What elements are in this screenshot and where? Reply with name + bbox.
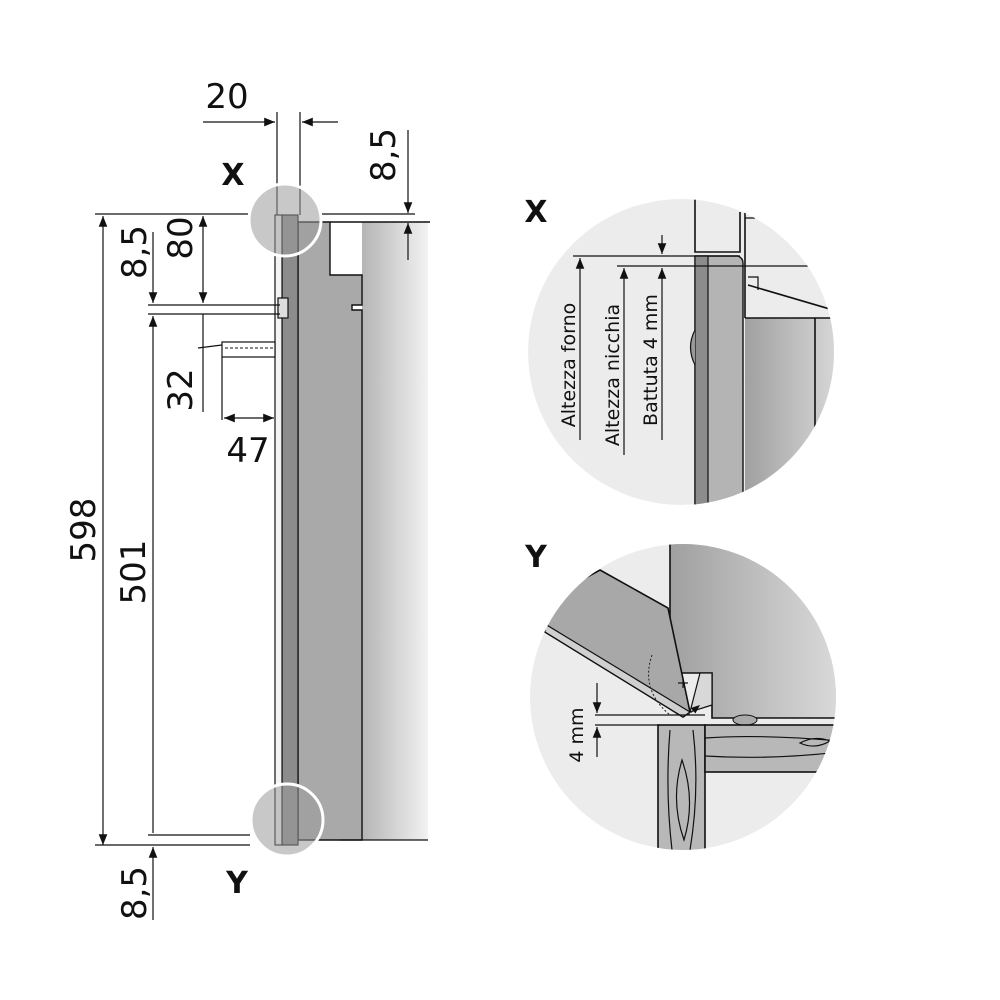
detail-x: X Altezza forno Altezza nicchia Battuta … <box>524 195 834 505</box>
handle <box>221 341 276 358</box>
dim-door-thickness: 20 <box>205 77 248 117</box>
dim-top-offset-left: 8,5 <box>115 225 155 279</box>
dim-total-height: 598 <box>64 498 104 563</box>
dim-bottom-offset: 8,5 <box>115 866 155 920</box>
marker-label-x: X <box>221 158 244 193</box>
dim-handle-height: 80 <box>161 216 201 259</box>
annotation-altezza-forno: Altezza forno <box>558 303 580 428</box>
annotation-altezza-nicchia: Altezza nicchia <box>602 304 624 446</box>
main-view: 20 8,5 8,5 80 598 501 32 47 8,5 X Y <box>64 77 430 920</box>
dim-handle-depth: 47 <box>226 431 269 471</box>
detail-y-marker <box>249 782 325 858</box>
wood-beam <box>704 724 836 773</box>
annotation-battuta: Battuta 4 mm <box>640 294 662 426</box>
dim-top-offset-right: 8,5 <box>364 128 404 182</box>
wood-post <box>657 724 706 850</box>
detail-y-label: Y <box>524 540 548 575</box>
dimension-lines <box>95 112 415 920</box>
detail-x-marker <box>247 182 323 258</box>
annotation-4mm: 4 mm <box>566 707 588 762</box>
dim-handle-gap: 32 <box>161 368 201 411</box>
handle-bracket <box>277 297 289 319</box>
oven-side-section <box>221 214 430 846</box>
detail-x-label: X <box>524 195 547 230</box>
detail-y: Y 4 mm <box>524 540 836 850</box>
marker-label-y: Y <box>225 866 249 901</box>
dim-inner-height: 501 <box>114 540 154 605</box>
